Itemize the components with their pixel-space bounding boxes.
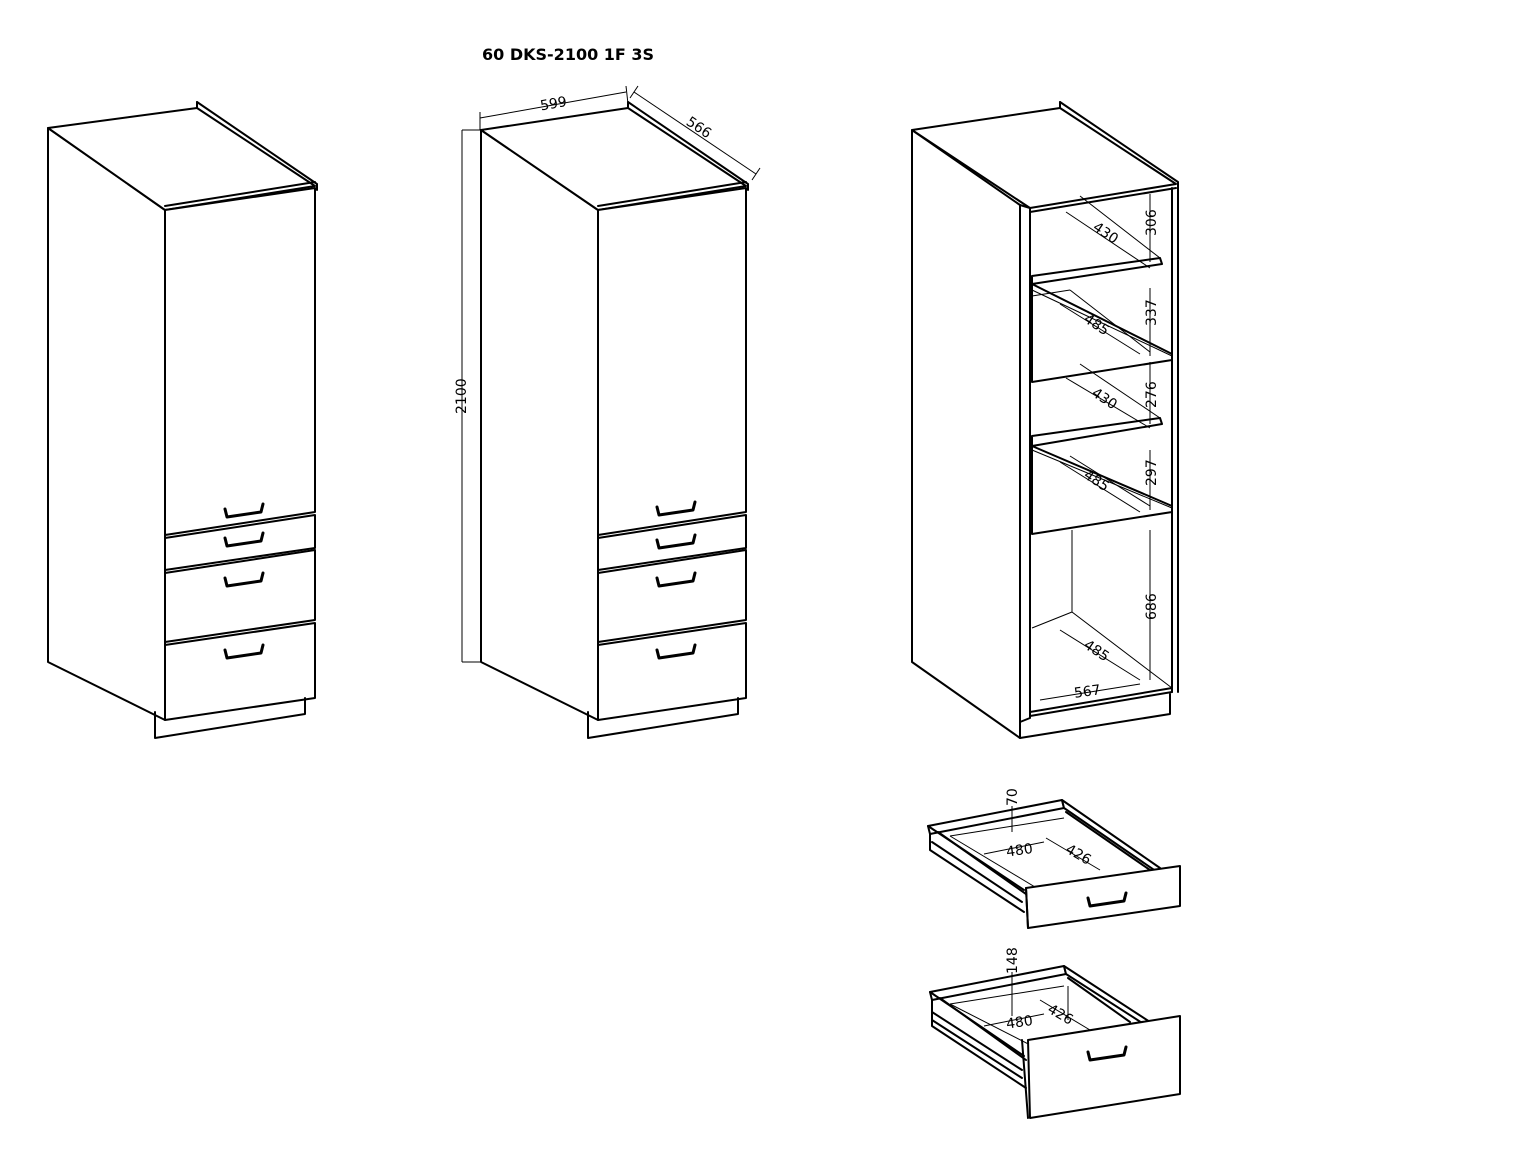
- drawer-handle-icon: [223, 571, 265, 588]
- shelf-3: [1031, 417, 1163, 447]
- height-label: 2100: [454, 378, 470, 414]
- door-handle-icon: [223, 502, 265, 519]
- drawer-handle-icon: [223, 531, 265, 548]
- cabinet-top: [911, 107, 1177, 209]
- shelf-height-label: 686: [1144, 593, 1160, 620]
- cabinet-side-panel: [480, 129, 599, 721]
- drawer-front-large: [597, 622, 747, 721]
- drawer-handle-icon: [1086, 891, 1128, 908]
- drawer-shallow: 70 480 426: [927, 788, 1181, 929]
- drawer-handle-icon: [1086, 1045, 1128, 1062]
- width-dimension-line: [479, 91, 627, 119]
- drawer-width-label: 480: [1005, 1013, 1034, 1033]
- drawer-handle-icon: [655, 643, 697, 660]
- cabinet-plinth: [154, 697, 306, 739]
- shelf-height-label: 306: [1144, 209, 1160, 236]
- shelf-depth-label: 485: [1081, 637, 1112, 665]
- cabinet-closed-left: [47, 101, 318, 739]
- drawer-height-label: 70: [1005, 788, 1021, 806]
- shelf-height-label: 337: [1144, 299, 1160, 326]
- drawer-width-label: 480: [1005, 841, 1034, 861]
- drawer-depth-label: 426: [1063, 841, 1094, 868]
- depth-label: 566: [683, 114, 714, 142]
- drawer-front-medium: [164, 549, 316, 643]
- depth-dimension-line: [633, 91, 757, 175]
- drawer-depth-label: 426: [1045, 1001, 1076, 1028]
- drawer-handle-icon: [223, 643, 265, 660]
- drawer-front: [1027, 1015, 1181, 1119]
- shelf-1: [1031, 257, 1163, 285]
- cabinet-door: [164, 187, 316, 536]
- drawer-handle-icon: [655, 533, 697, 550]
- drawer-height-label: 148: [1005, 947, 1021, 974]
- drawer-deep: 148 480 426: [929, 947, 1181, 1119]
- shelf-height-label: 297: [1144, 459, 1160, 486]
- cabinet-top: [480, 107, 747, 211]
- width-label: 599: [539, 94, 568, 114]
- drawer-front-small: [597, 514, 747, 571]
- drawer-front-medium: [597, 549, 747, 643]
- drawer-front-large: [164, 622, 316, 721]
- cabinet-side-panel: [911, 129, 1021, 739]
- drawer-handle-icon: [655, 571, 697, 588]
- door-handle-icon: [655, 500, 697, 517]
- cabinet-top: [47, 107, 316, 211]
- cabinet-plinth: [587, 697, 739, 739]
- cabinet-door: [597, 187, 747, 536]
- shelf-depth-label: 430: [1089, 385, 1120, 413]
- product-title: 60 DKS-2100 1F 3S: [482, 45, 654, 64]
- shelf-4: [1031, 445, 1173, 535]
- drawer-front: [1025, 865, 1181, 929]
- cabinet-dimensioned-center: 599 566 2100: [454, 85, 761, 739]
- inner-width-label: 567: [1073, 682, 1102, 702]
- cabinet-plinth: [1019, 693, 1171, 739]
- cabinet-open-interior: 430 485 430 485 485 306 337 276 297 686 …: [911, 101, 1179, 739]
- shelf-height-label: 276: [1144, 381, 1160, 408]
- cabinet-side-panel: [47, 127, 166, 721]
- drawer-front-small: [164, 514, 316, 571]
